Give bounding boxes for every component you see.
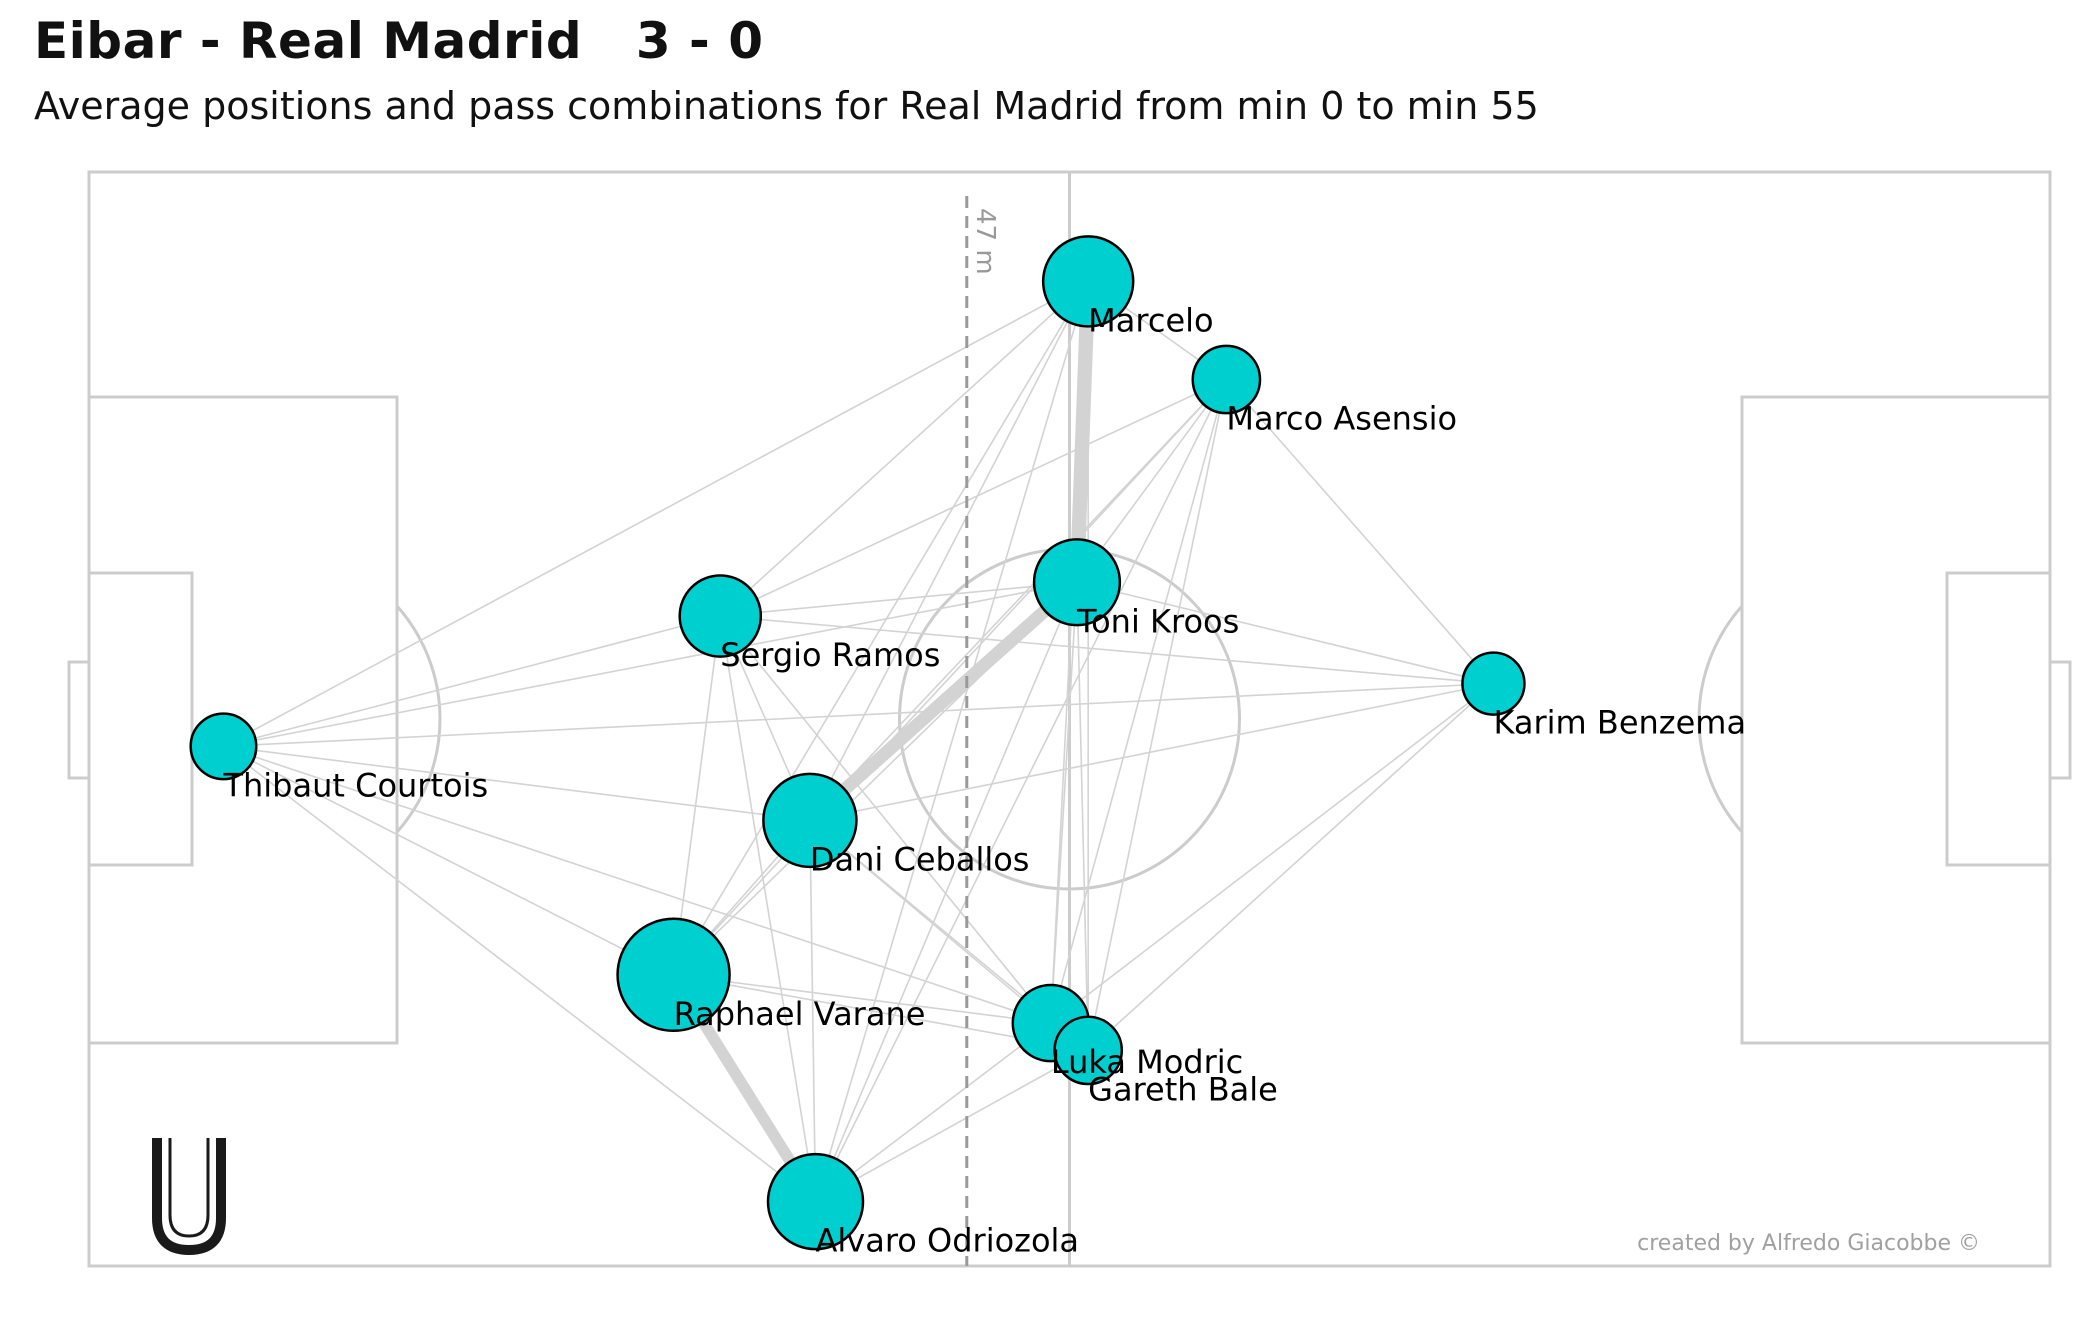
player-label-marcelo: Marcelo <box>1088 301 1213 339</box>
pass-line-thibaut-courtois-luka-modric <box>223 745 1052 1024</box>
pass-line-marcelo-raphael-varane <box>672 280 1089 976</box>
pass-line-marcelo-thibaut-courtois <box>223 280 1089 748</box>
player-label-toni-kroos: Toni Kroos <box>1076 602 1239 640</box>
pass-line-marco-asensio-sergio-ramos <box>719 378 1227 617</box>
chart-subtitle: Average positions and pass combinations … <box>34 84 1539 128</box>
average-line-label: 47 m <box>970 208 1000 275</box>
pass-line-dani-ceballos-alvaro-odriozola <box>809 820 817 1202</box>
player-label-karim-benzema: Karim Benzema <box>1493 704 1746 742</box>
pass-line-thibaut-courtois-dani-ceballos <box>223 745 811 822</box>
player-node-raphael-varane <box>616 917 731 1033</box>
player-node-toni-kroos <box>1032 538 1122 627</box>
pass-line-toni-kroos-sergio-ramos <box>720 581 1078 617</box>
left-six-yard-box <box>87 571 194 867</box>
pass-line-sergio-ramos-luka-modric <box>719 615 1052 1024</box>
pass-line-luka-modric-alvaro-odriozola <box>815 1022 1052 1203</box>
pass-line-marco-asensio-gareth-bale <box>1087 379 1228 1051</box>
pass-line-gareth-bale-alvaro-odriozola <box>815 1049 1089 1203</box>
average-line: 47 m <box>965 196 1000 1266</box>
pass-line-sergio-ramos-alvaro-odriozola <box>719 615 817 1202</box>
credit-text: created by Alfredo Giacobbe © <box>1637 1231 1980 1256</box>
pass-line-karim-benzema-gareth-bale <box>1087 683 1494 1052</box>
pass-line-raphael-varane-luka-modric <box>673 974 1051 1024</box>
right-six-yard-box <box>1945 571 2052 867</box>
pass-line-sergio-ramos-thibaut-courtois <box>223 615 721 748</box>
player-node-thibaut-courtois <box>189 712 258 781</box>
left-goal <box>67 660 91 780</box>
player-node-marcelo <box>1041 235 1135 328</box>
player-label-gareth-bale: Gareth Bale <box>1088 1070 1278 1108</box>
player-node-alvaro-odriozola <box>766 1152 865 1251</box>
player-node-marco-asensio <box>1191 344 1262 415</box>
player-label-dani-ceballos: Dani Ceballos <box>810 840 1030 878</box>
pass-line-karim-benzema-luka-modric <box>1050 682 1494 1024</box>
pass-line-toni-kroos-gareth-bale <box>1076 582 1089 1051</box>
right-penalty-box <box>1740 395 2052 1045</box>
player-label-luka-modric: Luka Modric <box>1051 1043 1243 1081</box>
pass-line-thibaut-courtois-alvaro-odriozola <box>222 745 816 1203</box>
pass-line-marcelo-sergio-ramos <box>719 280 1089 617</box>
logo-u-icon <box>152 1138 226 1256</box>
player-node-sergio-ramos <box>678 574 763 658</box>
pass-line-marco-asensio-karim-benzema <box>1225 379 1495 685</box>
pass-line-marco-asensio-dani-ceballos <box>809 378 1227 821</box>
pass-line-marcelo-luka-modric <box>1050 281 1089 1024</box>
player-node-dani-ceballos <box>762 772 858 869</box>
chart-title: Eibar - Real Madrid 3 - 0 <box>34 12 764 70</box>
pass-line-karim-benzema-thibaut-courtois <box>223 682 1494 748</box>
player-label-sergio-ramos: Sergio Ramos <box>720 636 940 674</box>
player-label-raphael-varane: Raphael Varane <box>674 995 926 1033</box>
pass-line-toni-kroos-luka-modric <box>1050 582 1078 1024</box>
player-node-gareth-bale <box>1053 1015 1124 1086</box>
player-node-karim-benzema <box>1461 651 1526 716</box>
player-label-thibaut-courtois: Thibaut Courtois <box>222 766 488 804</box>
pass-line-karim-benzema-dani-ceballos <box>809 682 1494 822</box>
right-penalty-arc <box>1697 605 1744 833</box>
left-penalty-arc <box>395 605 442 833</box>
pass-line-toni-kroos-alvaro-odriozola <box>814 581 1078 1202</box>
pass-line-sergio-ramos-karim-benzema <box>720 615 1494 685</box>
pass-line-thibaut-courtois-raphael-varane <box>223 745 674 976</box>
pass-line-sergio-ramos-raphael-varane <box>672 615 722 975</box>
pass-line-marcelo-alvaro-odriozola <box>814 281 1089 1202</box>
player-label-marco-asensio: Marco Asensio <box>1226 400 1457 438</box>
pass-line-marcelo-dani-ceballos <box>809 281 1089 821</box>
player-label-alvaro-odriozola: Alvaro Odriozola <box>816 1222 1080 1260</box>
pass-line-toni-kroos-raphael-varane <box>673 581 1078 976</box>
pass-line-marco-asensio-raphael-varane <box>672 378 1227 976</box>
pass-line-marco-asensio-alvaro-odriozola <box>814 379 1228 1203</box>
pass-line-toni-kroos-karim-benzema <box>1076 581 1494 685</box>
player-nodes <box>189 235 1526 1251</box>
right-goal <box>2048 660 2072 780</box>
pass-line-toni-kroos-thibaut-courtois <box>223 581 1078 748</box>
